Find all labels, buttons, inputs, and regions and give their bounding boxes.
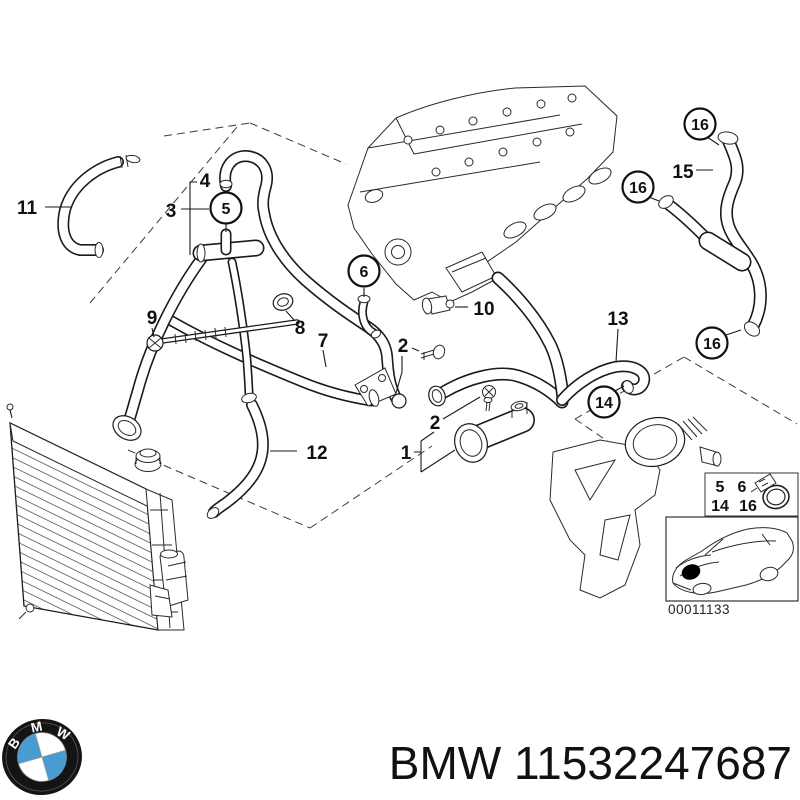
logo-letter-m: M <box>29 718 43 735</box>
legend-item-14: 14 <box>711 498 729 515</box>
bmw-logo: B M W <box>2 718 82 796</box>
hose-15-junction <box>700 233 750 270</box>
hoses <box>57 133 767 518</box>
plug-10 <box>421 295 455 315</box>
circled-label-16-top: 16 <box>683 107 717 141</box>
part-labels: 11 4 3 9 8 7 2 10 2 1 12 13 15 <box>17 162 694 464</box>
engine-cylinder-head <box>347 85 618 303</box>
screw-2-lower <box>482 385 496 412</box>
fittings <box>94 131 761 519</box>
hose-clamp-icon <box>750 473 790 510</box>
legend-item-6: 6 <box>738 479 747 496</box>
part-label-2a: 2 <box>398 336 409 357</box>
hose-from-engine <box>493 273 568 403</box>
radiator <box>6 403 189 631</box>
hose-11 <box>58 157 123 255</box>
part-label-11: 11 <box>17 198 38 219</box>
circled-label-5: 5 <box>209 191 243 225</box>
logo-quadrant-blue-br <box>41 750 67 781</box>
part-number-caption: BMW 11532247687 <box>389 737 792 789</box>
circled-label-16-mid: 16 <box>621 170 655 204</box>
circled-labels: 5 6 16 16 16 14 <box>209 107 729 419</box>
part-label-12: 12 <box>306 443 327 464</box>
circled-label-14: 14 <box>587 385 621 419</box>
svg-text:16: 16 <box>703 336 721 353</box>
screw-2-upper <box>420 344 446 360</box>
diagram-code: 00011133 <box>668 602 730 617</box>
engine-intake-ports <box>503 167 612 239</box>
hose-12 <box>209 400 268 517</box>
legend-box: 5 6 14 16 <box>704 472 799 517</box>
part-label-3: 3 <box>166 201 177 222</box>
hose-7 <box>166 316 376 405</box>
svg-text:16: 16 <box>691 117 709 134</box>
circled-label-6: 6 <box>347 254 381 288</box>
logo-quadrant-blue-tl <box>17 733 42 764</box>
bolt-9 <box>146 319 300 352</box>
part-label-1: 1 <box>401 443 412 464</box>
engine-nuts <box>403 93 577 177</box>
part-label-10: 10 <box>473 299 494 320</box>
water-flange-1 <box>454 400 535 463</box>
part-label-2b: 2 <box>430 413 441 434</box>
hose-3 <box>220 151 401 403</box>
legend-item-5: 5 <box>716 479 725 496</box>
part-label-8: 8 <box>295 318 306 339</box>
part-label-15: 15 <box>672 162 694 183</box>
location-dot <box>681 564 701 580</box>
svg-text:16: 16 <box>629 180 647 197</box>
down-tube <box>229 259 252 398</box>
leader-lines <box>45 136 742 473</box>
legend-item-16: 16 <box>739 498 757 515</box>
hose-13 <box>557 361 649 405</box>
car-sketch <box>672 527 794 596</box>
part-label-13: 13 <box>607 309 628 330</box>
o-ring-8 <box>272 293 294 311</box>
hose-right-run <box>439 369 567 407</box>
brand-row: B M W BMW 11532247687 <box>2 718 792 796</box>
part-label-4: 4 <box>200 171 211 192</box>
circled-label-16-bottom: 16 <box>695 326 729 360</box>
svg-text:6: 6 <box>360 264 369 281</box>
throttle-body-bracket <box>549 416 722 599</box>
part-label-9: 9 <box>147 308 158 329</box>
part-label-7: 7 <box>318 331 329 352</box>
svg-text:14: 14 <box>595 395 613 412</box>
hose-15-main <box>721 135 766 331</box>
hose-6 <box>359 299 377 336</box>
car-thumbnail: 00011133 <box>665 516 799 617</box>
hose-3-to-radiator <box>123 253 207 429</box>
svg-text:5: 5 <box>222 201 231 218</box>
